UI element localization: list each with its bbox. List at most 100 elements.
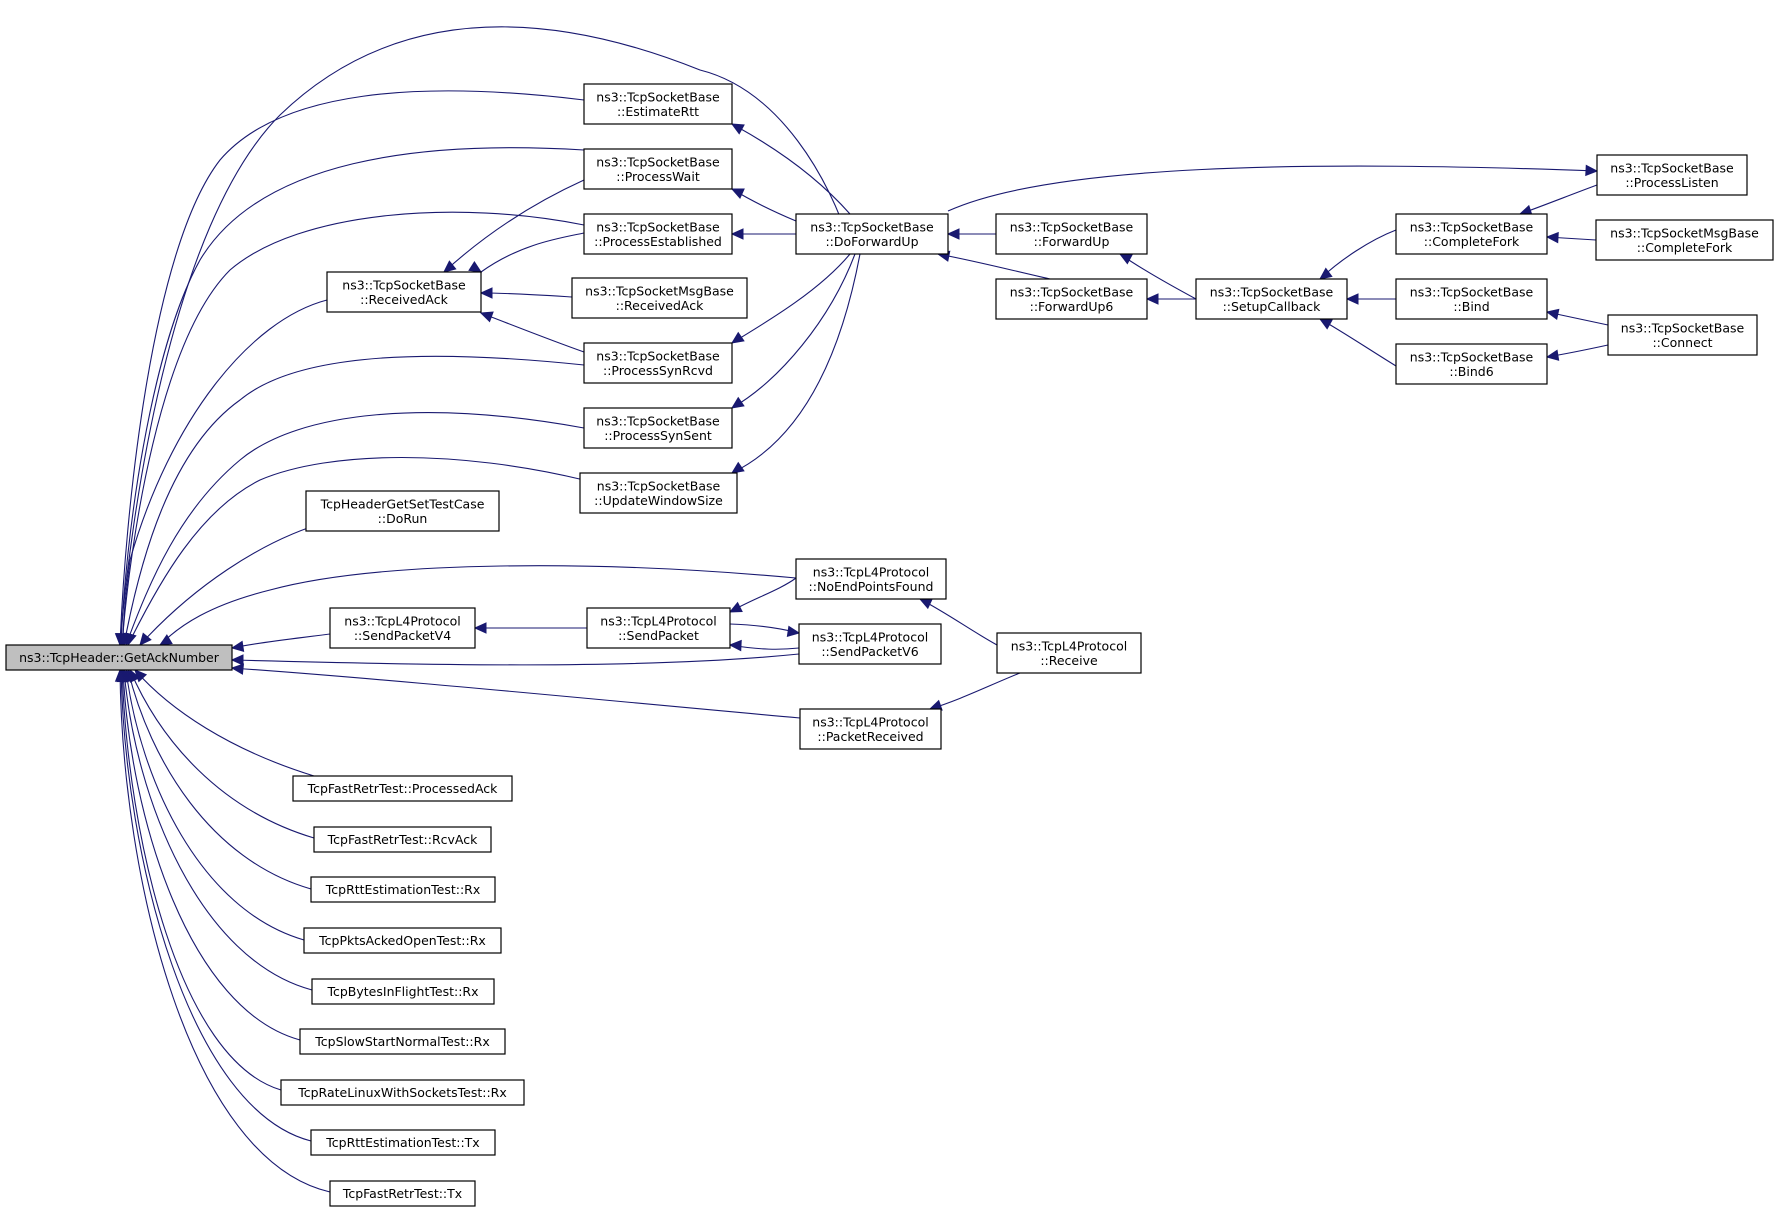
graph-node[interactable]: ns3::TcpSocketBase::ProcessListen xyxy=(1596,154,1748,196)
call-edge xyxy=(731,123,851,215)
graph-node[interactable]: ns3::TcpL4Protocol::SendPacket xyxy=(586,607,731,649)
graph-node[interactable]: ns3::TcpSocketBase::SetupCallback xyxy=(1195,278,1348,320)
node-label: ns3::TcpL4Protocol xyxy=(600,613,716,628)
node-box xyxy=(1607,314,1758,356)
node-label: ns3::TcpHeader::GetAckNumber xyxy=(19,650,220,665)
call-edge xyxy=(129,669,315,839)
graph-node[interactable]: ns3::TcpSocketBase::UpdateWindowSize xyxy=(579,472,738,514)
arrowhead xyxy=(730,228,744,240)
node-label: ns3::TcpSocketBase xyxy=(596,413,720,428)
graph-nodes: ns3::TcpHeader::GetAckNumber ns3::TcpSock… xyxy=(5,83,1774,1207)
call-edge xyxy=(125,669,305,941)
call-edge xyxy=(127,669,312,890)
graph-node[interactable]: ns3::TcpSocketBase::ForwardUp xyxy=(995,213,1148,255)
node-label: ::Receive xyxy=(1040,653,1098,668)
graph-node[interactable]: TcpRttEstimationTest::Rx xyxy=(310,876,496,903)
arrowhead xyxy=(468,260,483,273)
graph-node[interactable]: TcpPktsAckedOpenTest::Rx xyxy=(303,927,502,954)
node-box xyxy=(292,775,513,802)
arrowhead xyxy=(230,654,244,666)
call-edge xyxy=(947,165,1598,212)
graph-node[interactable]: ns3::TcpSocketBase::CompleteFork xyxy=(1395,213,1548,255)
node-box xyxy=(5,644,233,671)
graph-node[interactable]: TcpRttEstimationTest::Tx xyxy=(310,1129,496,1156)
call-edge xyxy=(120,147,585,646)
node-label: ::ForwardUp6 xyxy=(1030,299,1114,314)
graph-node[interactable]: ns3::TcpL4Protocol::Receive xyxy=(996,632,1142,674)
root-node[interactable]: ns3::TcpHeader::GetAckNumber xyxy=(5,644,233,671)
graph-node[interactable]: TcpSlowStartNormalTest::Rx xyxy=(299,1028,506,1055)
graph-node[interactable]: ns3::TcpL4Protocol::PacketReceived xyxy=(799,708,942,750)
call-edge xyxy=(231,633,331,649)
call-edge xyxy=(120,669,312,1142)
node-box xyxy=(280,1079,525,1106)
node-label: ::SendPacketV6 xyxy=(821,644,918,659)
node-label: ns3::TcpSocketBase xyxy=(1410,219,1534,234)
graph-node[interactable]: ns3::TcpSocketBase::ProcessEstablished xyxy=(583,213,733,255)
node-label: ns3::TcpL4Protocol xyxy=(812,714,928,729)
node-box xyxy=(995,213,1148,255)
node-box xyxy=(303,927,502,954)
node-label: ::DoRun xyxy=(378,511,428,526)
graph-node[interactable]: ns3::TcpSocketBase::Bind xyxy=(1395,278,1548,320)
node-label: ::ForwardUp xyxy=(1034,234,1110,249)
graph-node[interactable]: ns3::TcpSocketBase::ProcessWait xyxy=(583,148,733,190)
arrowhead xyxy=(139,632,152,646)
graph-node[interactable]: TcpHeaderGetSetTestCase::DoRun xyxy=(305,490,500,532)
node-box xyxy=(310,1129,496,1156)
graph-node[interactable]: ns3::TcpSocketBase::ProcessSynSent xyxy=(583,407,733,449)
graph-node[interactable]: TcpRateLinuxWithSocketsTest::Rx xyxy=(280,1079,525,1106)
node-label: ns3::TcpSocketBase xyxy=(1210,284,1334,299)
node-label: ::ProcessWait xyxy=(616,169,700,184)
call-edge xyxy=(139,520,331,646)
graph-node[interactable]: TcpFastRetrTest::RcvAck xyxy=(313,826,492,853)
node-box xyxy=(586,607,731,649)
graph-node[interactable]: ns3::TcpL4Protocol::SendPacketV6 xyxy=(798,623,942,665)
graph-node[interactable]: ns3::TcpSocketBase::ProcessSynRcvd xyxy=(583,342,733,384)
node-box xyxy=(313,826,492,853)
call-edge xyxy=(231,653,800,666)
graph-node[interactable]: ns3::TcpL4Protocol::NoEndPointsFound xyxy=(795,558,947,600)
node-box xyxy=(583,148,733,190)
node-label: ::Bind6 xyxy=(1449,364,1493,379)
graph-node[interactable]: TcpBytesInFlightTest::Rx xyxy=(311,978,495,1005)
node-box xyxy=(299,1028,506,1055)
graph-node[interactable]: ns3::TcpSocketMsgBase::ReceivedAck xyxy=(571,277,748,319)
arrowhead xyxy=(479,287,493,299)
node-label: ::Bind xyxy=(1453,299,1489,314)
node-label: ::Connect xyxy=(1652,335,1712,350)
graph-node[interactable]: TcpFastRetrTest::ProcessedAck xyxy=(292,775,513,802)
node-box xyxy=(310,876,496,903)
graph-node[interactable]: ns3::TcpSocketMsgBase::CompleteFork xyxy=(1595,219,1774,261)
node-box xyxy=(329,607,476,649)
call-edge xyxy=(731,253,861,474)
node-box xyxy=(1395,343,1548,385)
graph-node[interactable]: ns3::TcpSocketBase::ReceivedAck xyxy=(326,271,482,313)
node-label: ns3::TcpSocketBase xyxy=(596,89,720,104)
node-label: ns3::TcpSocketBase xyxy=(596,154,720,169)
node-label: TcpFastRetrTest::ProcessedAck xyxy=(307,781,499,796)
node-label: ::ProcessSynRcvd xyxy=(603,363,713,378)
call-edge xyxy=(122,669,301,1041)
call-edge xyxy=(125,412,585,646)
graph-node[interactable]: TcpFastRetrTest::Tx xyxy=(329,1180,476,1207)
node-label: ::ReceivedAck xyxy=(616,298,704,313)
node-box xyxy=(583,342,733,384)
node-box xyxy=(798,623,942,665)
node-label: TcpFastRetrTest::RcvAck xyxy=(327,832,478,847)
call-edge xyxy=(1319,318,1397,367)
node-label: ::ProcessListen xyxy=(1625,175,1718,190)
graph-node[interactable]: ns3::TcpSocketBase::ForwardUp6 xyxy=(995,278,1148,320)
arrowhead xyxy=(728,601,743,613)
call-edge xyxy=(159,565,797,646)
graph-node[interactable]: ns3::TcpSocketBase::DoForwardUp xyxy=(795,213,949,255)
graph-node[interactable]: ns3::TcpSocketBase::Bind6 xyxy=(1395,343,1548,385)
graph-node[interactable]: ns3::TcpSocketBase::EstimateRtt xyxy=(583,83,733,125)
graph-node[interactable]: ns3::TcpL4Protocol::SendPacketV4 xyxy=(329,607,476,649)
call-edge xyxy=(1319,229,1397,280)
node-label: ns3::TcpL4Protocol xyxy=(813,564,929,579)
node-box xyxy=(326,271,482,313)
graph-node[interactable]: ns3::TcpSocketBase::Connect xyxy=(1607,314,1758,356)
node-box xyxy=(799,708,942,750)
node-label: ns3::TcpSocketMsgBase xyxy=(1610,225,1759,240)
